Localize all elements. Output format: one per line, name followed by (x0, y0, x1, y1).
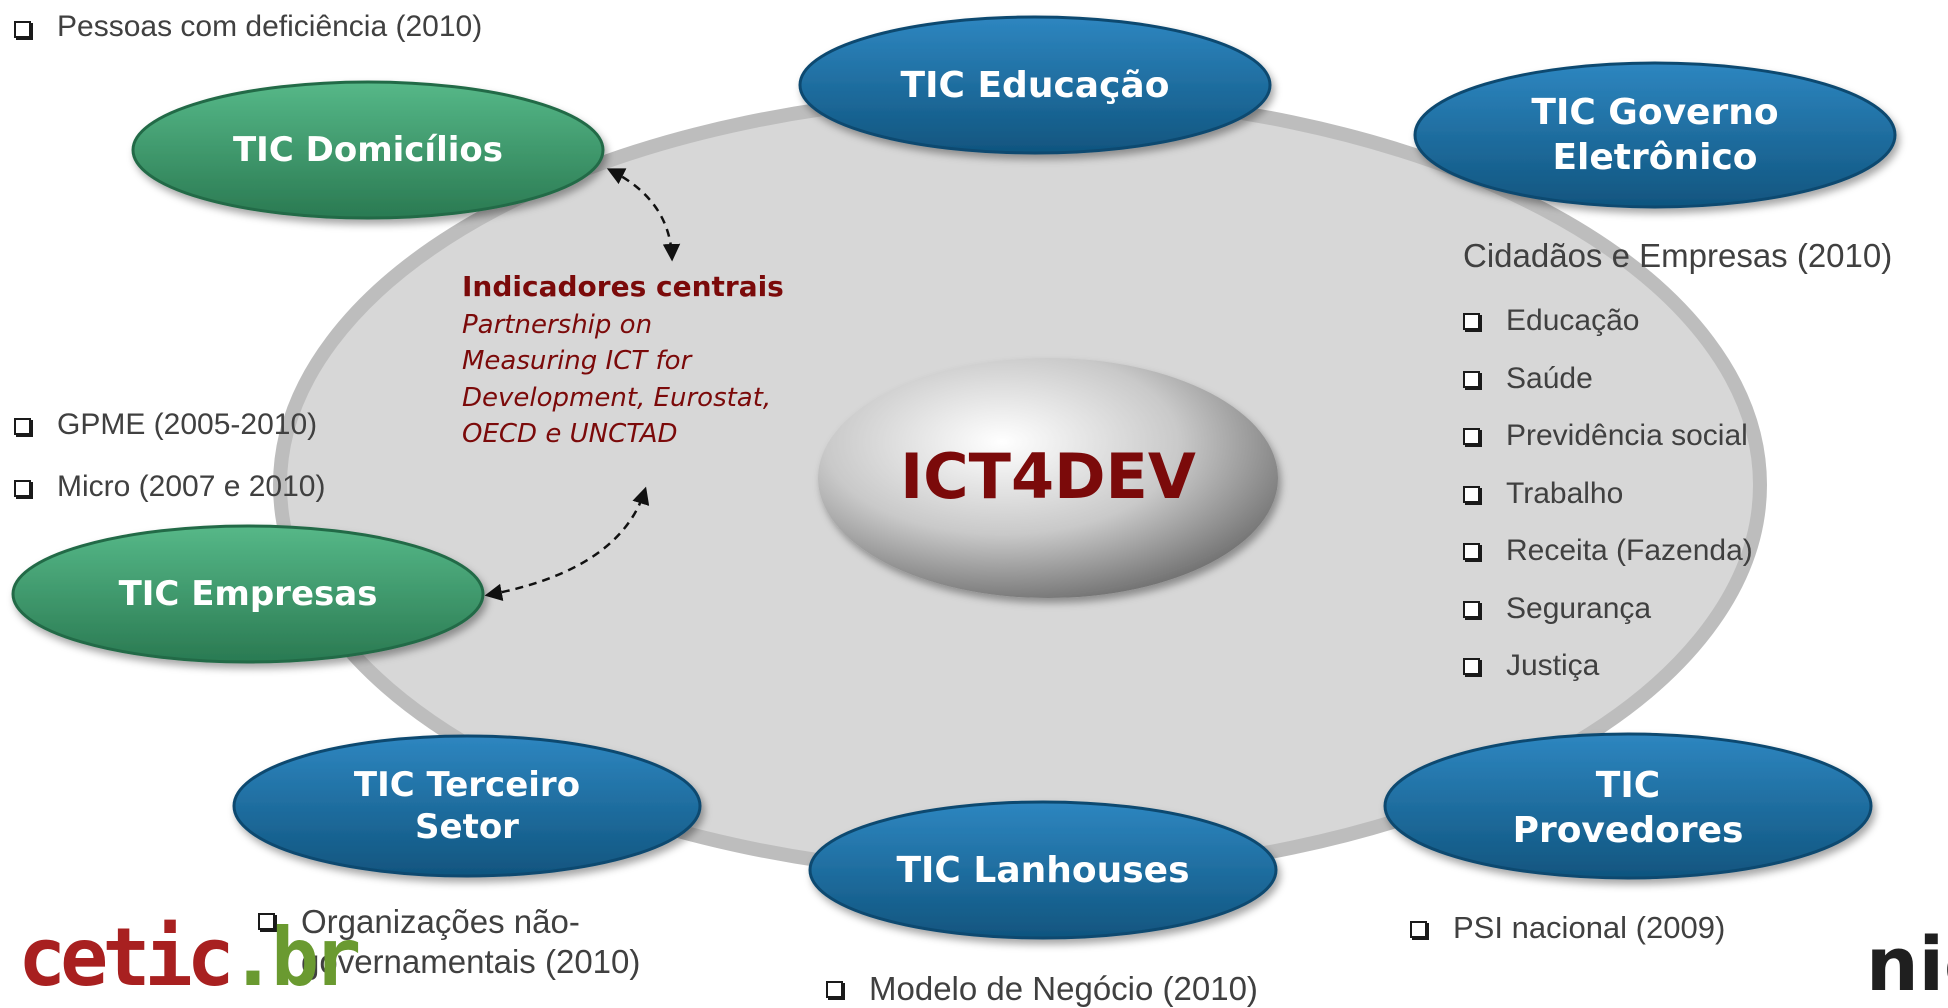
checkbox-bullet-icon (826, 981, 843, 998)
checkbox-bullet-icon (1463, 658, 1480, 675)
checkbox-bullet-icon (1463, 485, 1480, 503)
core-indicators-subtitle: Partnership on Measuring ICT for Develop… (462, 310, 772, 450)
core-indicators-title: Indicadores centrais (462, 270, 784, 303)
center-ellipse (818, 358, 1278, 598)
core-indicators-annotation: Indicadores centrais Partnership on Meas… (462, 270, 802, 453)
node-provedores-shape (1383, 732, 1873, 880)
lanhouses-list: Modelo de Negócio (2010) (826, 970, 1258, 1008)
checkbox-bullet-icon (1463, 313, 1480, 330)
empresas-list: GPME (2005-2010) Micro (2007 e 2010) (14, 394, 325, 518)
list-item: GPME (2005-2010) (14, 394, 325, 456)
list-item: Trabalho (1463, 465, 1753, 523)
list-item: Previdência social (1463, 407, 1753, 465)
cetic-logo: cetic.br (18, 911, 361, 1004)
checkbox-bullet-icon (14, 418, 31, 435)
governo-heading: Cidadãos e Empresas (2010) (1463, 237, 1893, 274)
node-tic-empresas[interactable]: TIC Empresas (118, 573, 378, 614)
node-tic-terceiro-setor[interactable]: TIC Terceiro Setor (353, 764, 581, 848)
list-item: Justiça (1463, 637, 1753, 695)
node-educacao-shape (798, 15, 1272, 155)
checkbox-bullet-icon (1463, 600, 1480, 618)
checkbox-bullet-icon (1463, 428, 1480, 445)
node-empresas-shape (11, 524, 485, 664)
checkbox-bullet-icon (258, 913, 275, 930)
nic-logo: nic. (1866, 928, 1948, 1002)
node-lanhouses-shape (808, 800, 1278, 940)
list-item: PSI nacional (2009) (1410, 910, 1725, 946)
checkbox-bullet-icon (1410, 921, 1427, 938)
node-tic-educacao[interactable]: TIC Educação (900, 64, 1170, 106)
checkbox-bullet-icon (1463, 543, 1480, 560)
list-item: Modelo de Negócio (2010) (826, 970, 1258, 1008)
top-left-note: Pessoas com deficiência (2010) (14, 10, 482, 44)
list-item: Pessoas com deficiência (2010) (14, 10, 482, 44)
checkbox-bullet-icon (14, 21, 31, 38)
list-item: Micro (2007 e 2010) (14, 456, 325, 518)
node-tic-lanhouses[interactable]: TIC Lanhouses (896, 849, 1190, 891)
checkbox-bullet-icon (14, 480, 31, 497)
list-item: Receita (Fazenda) (1463, 522, 1753, 580)
checkbox-bullet-icon (1463, 370, 1480, 388)
node-tic-domicilios[interactable]: TIC Domicílios (232, 129, 503, 170)
node-tic-provedores[interactable]: TIC Provedores (1512, 765, 1744, 851)
provedores-list: PSI nacional (2009) (1410, 910, 1725, 946)
center-label: ICT4DEV (900, 440, 1196, 513)
arrow-domicilios-core (606, 168, 681, 262)
list-item: Educação (1463, 292, 1753, 350)
list-item: Organizações não- governamentais (2010) (258, 902, 640, 982)
node-tic-governo-eletronico[interactable]: TIC Governo Eletrônico (1531, 92, 1779, 178)
node-domicilios-shape (131, 80, 605, 220)
list-item: Saúde (1463, 350, 1753, 408)
arrow-empresas-core (484, 486, 650, 601)
node-terceiro-setor-shape (232, 734, 702, 878)
governo-list: Educação Saúde Previdência social Trabal… (1463, 292, 1753, 695)
terceiro-setor-list: Organizações não- governamentais (2010) (258, 902, 640, 982)
node-governo-shape (1413, 61, 1897, 209)
list-item: Segurança (1463, 580, 1753, 638)
